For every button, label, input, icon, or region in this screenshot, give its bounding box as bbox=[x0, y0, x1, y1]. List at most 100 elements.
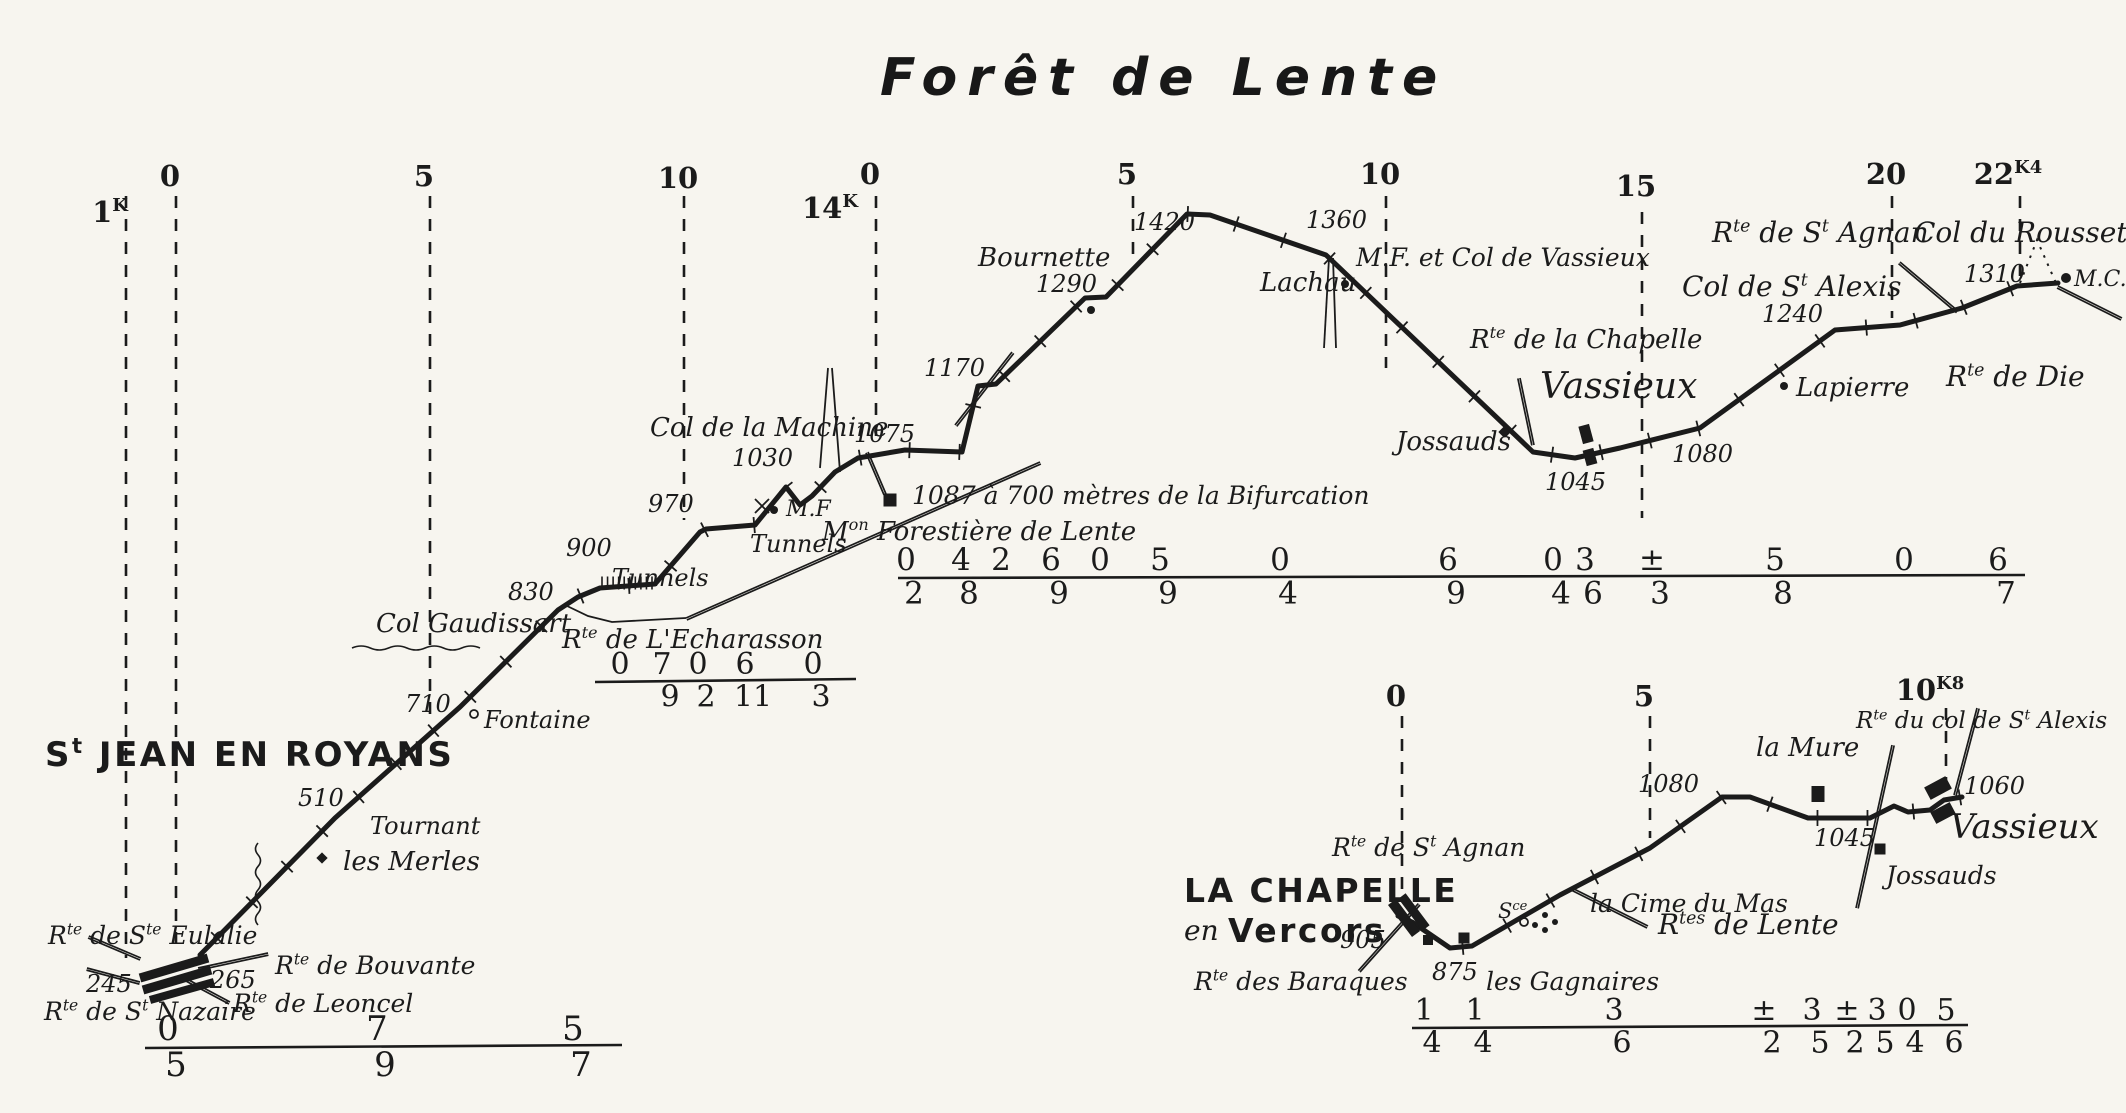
svg-text:2: 2 bbox=[1845, 1026, 1864, 1061]
svg-text:6: 6 bbox=[1438, 542, 1458, 578]
svg-text:Tunnels: Tunnels bbox=[612, 564, 709, 592]
dotted-peak-outline bbox=[2019, 237, 2057, 284]
svg-text:5: 5 bbox=[165, 1045, 187, 1085]
svg-text:Vassieux: Vassieux bbox=[1540, 366, 1697, 407]
svg-text:Col de la Machine: Col de la Machine bbox=[650, 413, 888, 443]
svg-text:0: 0 bbox=[1543, 542, 1563, 578]
svg-text:15: 15 bbox=[1616, 169, 1656, 203]
profile-line-2 bbox=[1395, 794, 1965, 951]
svg-text:2: 2 bbox=[696, 680, 715, 715]
svg-text:0: 0 bbox=[803, 647, 822, 682]
svg-text:1K: 1K bbox=[92, 195, 129, 229]
svg-text:Rte du col de St Alexis: Rte du col de St Alexis bbox=[1855, 707, 2107, 734]
svg-text:0: 0 bbox=[1090, 542, 1110, 578]
svg-text:1045: 1045 bbox=[1545, 468, 1606, 496]
svg-text:3: 3 bbox=[1867, 993, 1886, 1028]
svg-text:Rte de la Chapelle: Rte de la Chapelle bbox=[1469, 323, 1702, 355]
svg-text:3: 3 bbox=[1604, 993, 1623, 1028]
svg-text:1290: 1290 bbox=[1036, 270, 1097, 298]
svg-text:830: 830 bbox=[508, 578, 554, 606]
svg-text:Rte de Bouvante: Rte de Bouvante bbox=[274, 951, 475, 981]
svg-text:4: 4 bbox=[1551, 575, 1571, 611]
svg-text:Rte de Leoncel: Rte de Leoncel bbox=[232, 989, 413, 1019]
svg-text:9: 9 bbox=[1158, 575, 1178, 611]
svg-text:3: 3 bbox=[811, 680, 830, 715]
svg-text:Lapierre: Lapierre bbox=[1795, 373, 1909, 403]
svg-text:St JEAN EN ROYANS: St JEAN EN ROYANS bbox=[45, 733, 454, 775]
svg-text:en: en bbox=[1184, 914, 1219, 947]
svg-text:Col du Rousset: Col du Rousset bbox=[1914, 216, 2126, 249]
svg-text:M.F. et Col de Vassieux: M.F. et Col de Vassieux bbox=[1355, 243, 1650, 272]
svg-text:Rte de St Agnan: Rte de St Agnan bbox=[1711, 216, 1929, 249]
svg-text:1045: 1045 bbox=[1814, 824, 1875, 852]
svg-text:0: 0 bbox=[896, 542, 916, 578]
svg-text:1087 à 700 mètres de la Bifurc: 1087 à 700 mètres de la Bifurcation bbox=[912, 481, 1370, 510]
svg-text:9: 9 bbox=[660, 680, 679, 715]
svg-text:6: 6 bbox=[1041, 542, 1061, 578]
svg-text:1240: 1240 bbox=[1762, 300, 1823, 328]
svg-text:2: 2 bbox=[991, 542, 1011, 578]
svg-text:8: 8 bbox=[1773, 575, 1793, 611]
svg-text:Sce: Sce bbox=[1498, 899, 1528, 923]
svg-text:Jossauds: Jossauds bbox=[1391, 427, 1511, 457]
svg-text:1: 1 bbox=[1414, 993, 1433, 1028]
svg-text:5: 5 bbox=[1634, 679, 1654, 713]
svg-text:2: 2 bbox=[1762, 1026, 1781, 1061]
svg-text:Tunnels: Tunnels bbox=[750, 530, 847, 558]
svg-text:10K8: 10K8 bbox=[1896, 673, 1964, 707]
svg-text:la Mure: la Mure bbox=[1756, 733, 1859, 763]
svg-text:710: 710 bbox=[405, 690, 451, 718]
svg-text:5: 5 bbox=[1810, 1026, 1829, 1061]
svg-text:900: 900 bbox=[566, 534, 612, 562]
svg-text:4: 4 bbox=[1422, 1026, 1441, 1061]
svg-text:5: 5 bbox=[414, 159, 434, 193]
svg-text:4: 4 bbox=[1905, 1026, 1924, 1061]
svg-text:14K: 14K bbox=[802, 191, 859, 225]
svg-text:4: 4 bbox=[1473, 1026, 1492, 1061]
svg-text:Mon Forestière de Lente: Mon Forestière de Lente bbox=[821, 515, 1136, 547]
svg-text:0: 0 bbox=[1897, 993, 1916, 1028]
svg-text:5: 5 bbox=[562, 1009, 584, 1049]
svg-text:1420: 1420 bbox=[1134, 208, 1195, 236]
svg-text:M.F: M.F bbox=[785, 497, 832, 522]
svg-text:1030: 1030 bbox=[732, 444, 793, 472]
svg-text:4: 4 bbox=[951, 542, 971, 578]
svg-text:8: 8 bbox=[959, 575, 979, 611]
svg-text:10: 10 bbox=[658, 161, 698, 195]
svg-text:9: 9 bbox=[1446, 575, 1466, 611]
svg-text:Rtes de Lente: Rtes de Lente bbox=[1657, 908, 1839, 941]
svg-text:5: 5 bbox=[1150, 542, 1170, 578]
svg-text:7: 7 bbox=[366, 1009, 388, 1049]
svg-text:905: 905 bbox=[1340, 926, 1386, 954]
svg-text:Rte de Die: Rte de Die bbox=[1945, 360, 2085, 393]
svg-text:±: ± bbox=[1751, 993, 1776, 1028]
svg-text:Col de St Alexis: Col de St Alexis bbox=[1682, 270, 1901, 303]
svg-text:±: ± bbox=[1639, 542, 1665, 578]
svg-text:Vassieux: Vassieux bbox=[1950, 807, 2099, 847]
svg-text:6: 6 bbox=[1583, 575, 1603, 611]
svg-text:11: 11 bbox=[734, 680, 772, 715]
svg-text:5: 5 bbox=[1875, 1026, 1894, 1061]
svg-text:0: 0 bbox=[610, 647, 629, 682]
svg-text:22K4: 22K4 bbox=[1974, 157, 2042, 191]
svg-text:875: 875 bbox=[1432, 958, 1478, 986]
svg-text:Rte de St Nazaire: Rte de St Nazaire bbox=[43, 997, 256, 1027]
svg-text:Lachau: Lachau bbox=[1259, 268, 1356, 298]
svg-text:1080: 1080 bbox=[1638, 770, 1699, 798]
svg-text:1170: 1170 bbox=[924, 354, 985, 382]
svg-text:1080: 1080 bbox=[1672, 440, 1733, 468]
svg-text:9: 9 bbox=[1049, 575, 1069, 611]
svg-text:±: ± bbox=[1834, 993, 1859, 1028]
svg-text:20: 20 bbox=[1866, 157, 1906, 191]
svg-text:5: 5 bbox=[1936, 993, 1955, 1028]
svg-text:6: 6 bbox=[1944, 1026, 1963, 1061]
svg-text:M.C.: M.C. bbox=[2073, 267, 2126, 292]
svg-text:6: 6 bbox=[1988, 542, 2008, 578]
svg-text:la Cime du Mas: la Cime du Mas bbox=[1590, 889, 1788, 918]
svg-text:3: 3 bbox=[1650, 575, 1670, 611]
svg-text:0: 0 bbox=[160, 159, 180, 193]
